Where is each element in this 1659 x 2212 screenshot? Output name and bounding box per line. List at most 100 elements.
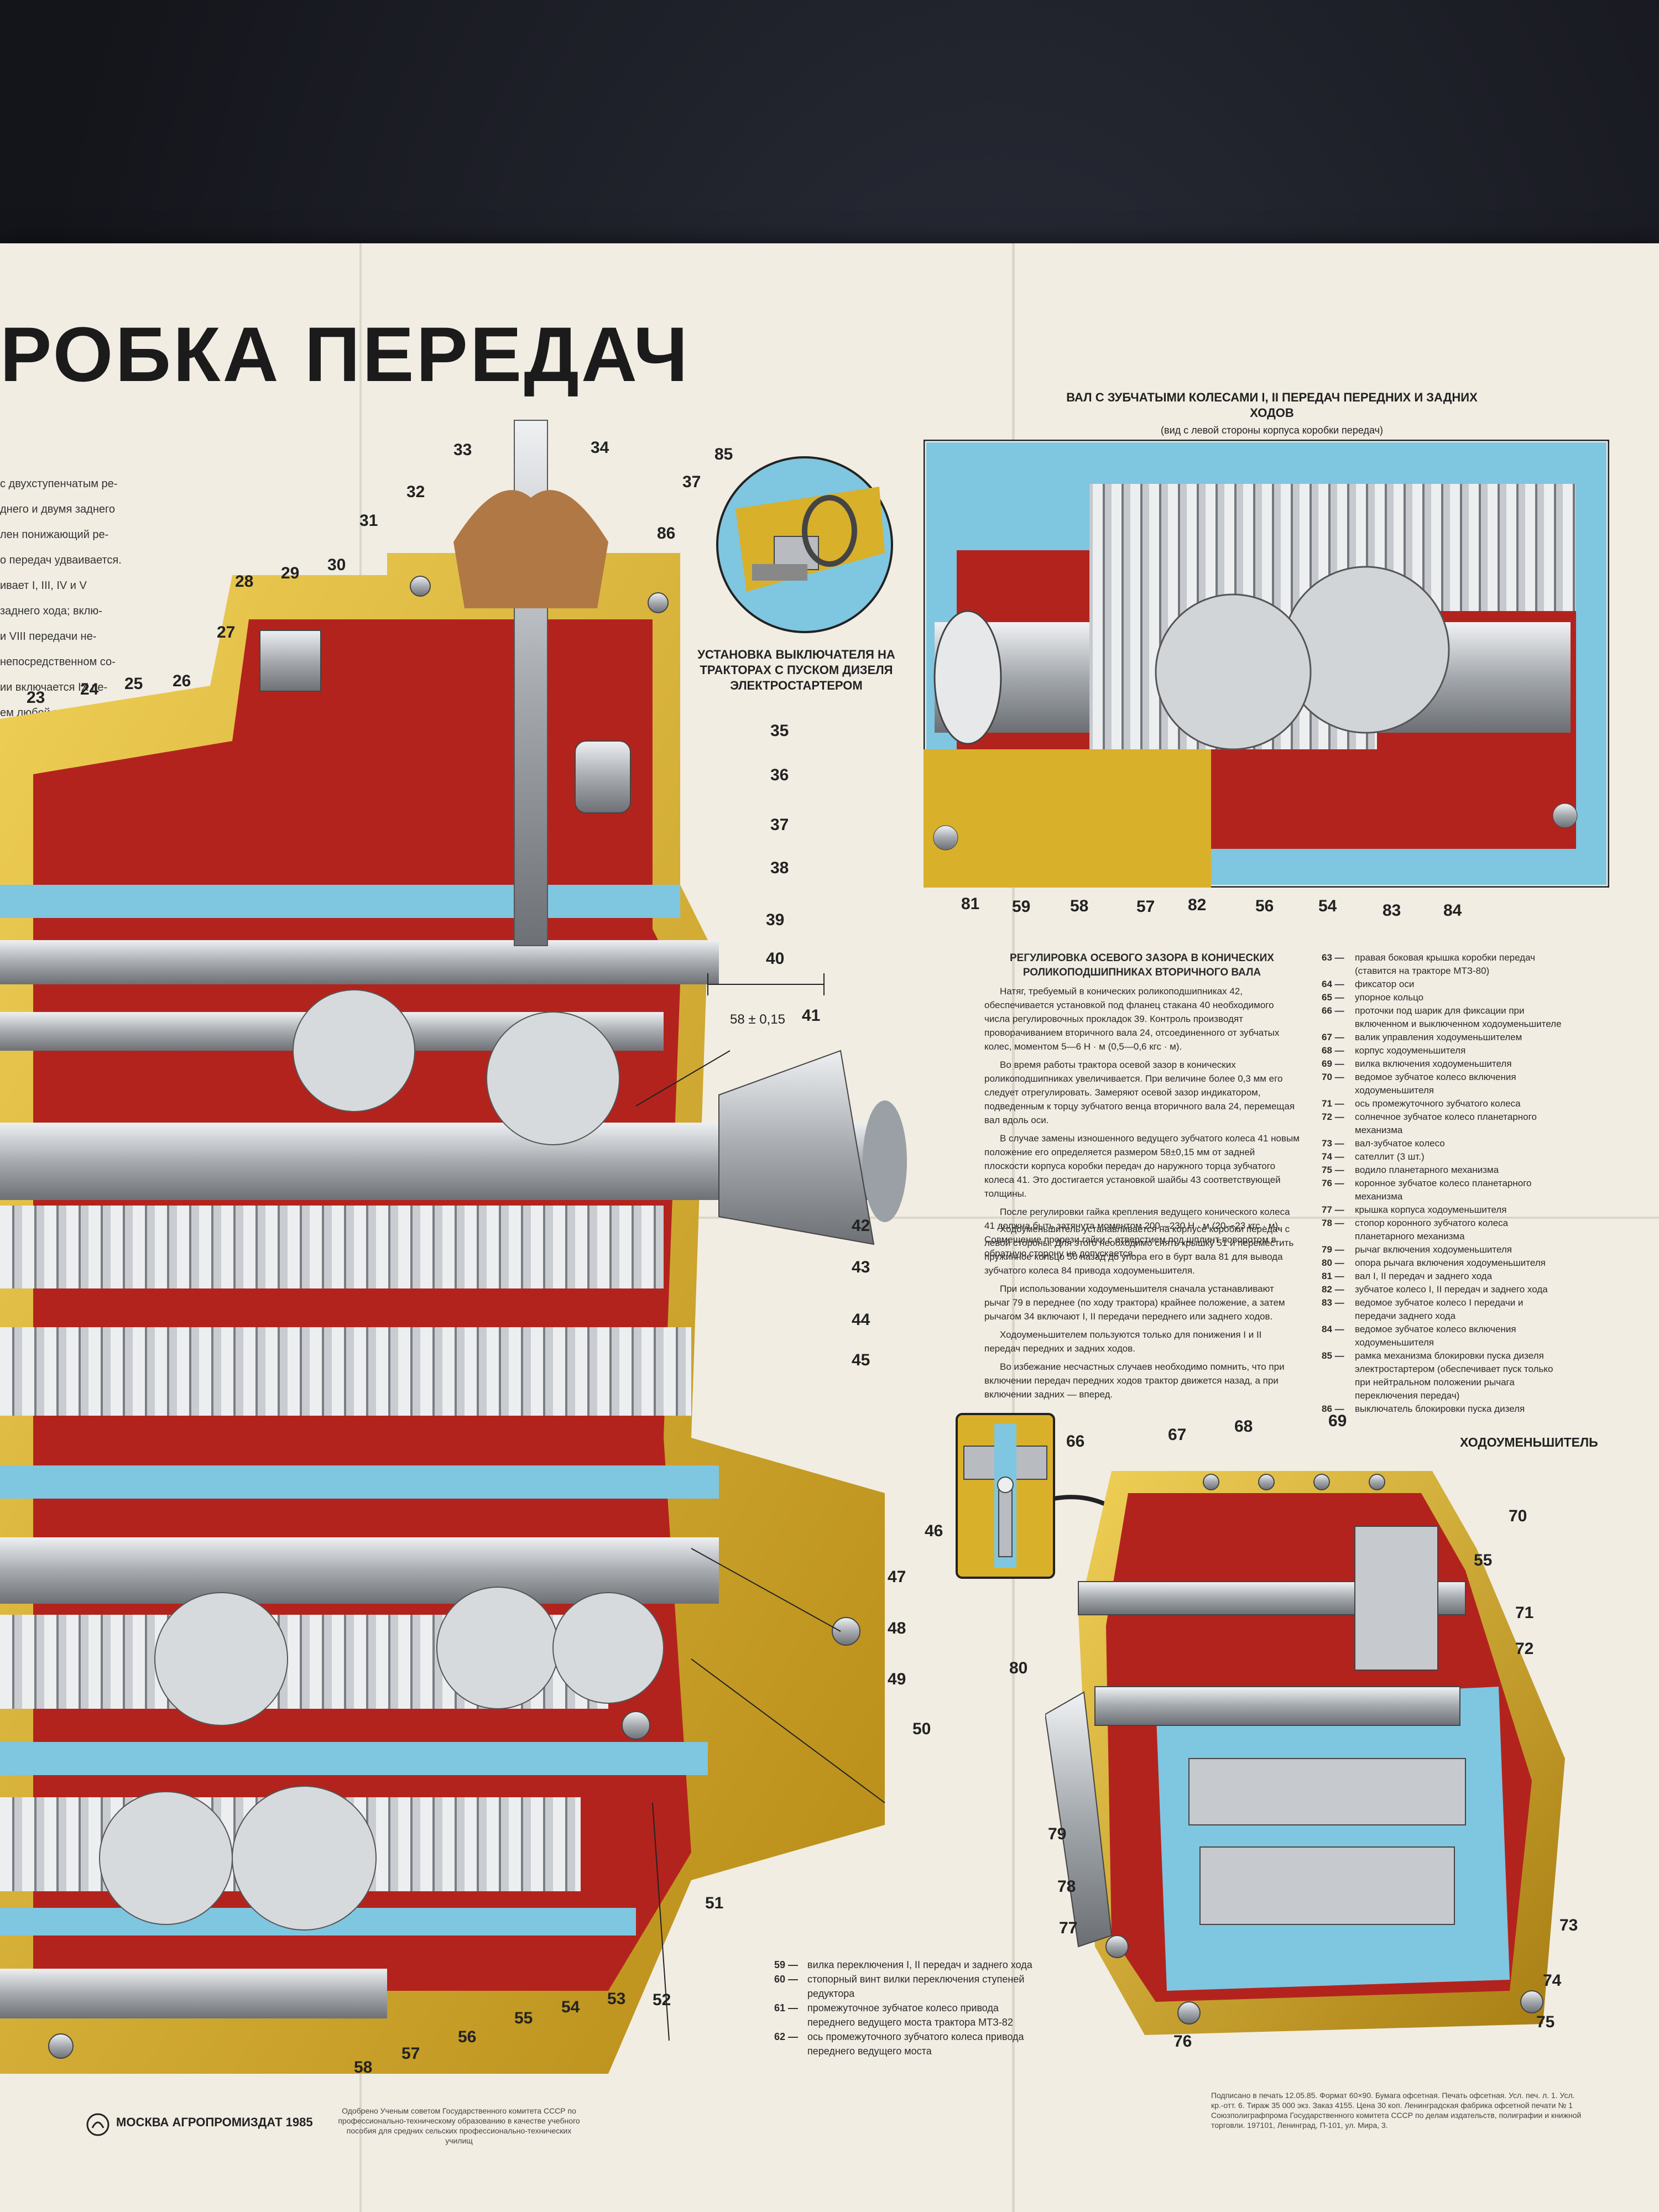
reducer-title: ХОДОУМЕНЬШИТЕЛЬ [1460, 1435, 1598, 1449]
intro-line: заднего хода; вклю- [0, 605, 102, 617]
label-47: 47 [888, 1568, 906, 1586]
intro-line: ии включается IX пе- [0, 681, 108, 693]
intro-line: лен понижающий ре- [0, 529, 109, 541]
shaft-label-82: 82 [1188, 896, 1207, 914]
reducer-label-72: 72 [1515, 1640, 1534, 1658]
legend-item: 79 —рычаг включения ходоуменьшителя [1322, 1244, 1512, 1255]
label-53: 53 [607, 1990, 626, 2008]
legend-right: 63 —правая боковая крышка коробки переда… [1322, 951, 1565, 1416]
legend-item: 67 —валик управления ходоуменьшителем [1322, 1032, 1522, 1042]
label-51: 51 [705, 1894, 724, 1912]
reducer-paragraph: При использовании ходоуменьшителя сначал… [984, 1284, 1285, 1322]
shaft-label-83: 83 [1383, 901, 1401, 920]
legend-item: 61 —промежуточное зубчатое колесо привод… [774, 2002, 1013, 2028]
legend-item: 73 —вал-зубчатое колесо [1322, 1138, 1445, 1149]
shaft-title: ВАЛ С ЗУБЧАТЫМИ КОЛЕСАМИ I, II ПЕРЕДАЧ П… [1066, 390, 1478, 420]
reducer-label-67: 67 [1168, 1426, 1187, 1444]
adjustment-paragraph: Натяг, требуемый в конических роликоподш… [984, 986, 1280, 1052]
label-39: 39 [766, 911, 785, 929]
reducer-paragraph: Ходоуменьшитель устанавливается на корпу… [984, 1224, 1294, 1276]
inset-label-86: 86 [657, 524, 676, 542]
label-45: 45 [852, 1351, 870, 1369]
label-58: 58 [354, 2058, 373, 2077]
label-24: 24 [80, 680, 99, 698]
legend-item: 59 —вилка переключения I, II передач и з… [774, 1959, 1032, 1970]
adjustment-paragraph: После регулировки гайка крепления ведуще… [984, 1207, 1290, 1259]
reducer-label-73: 73 [1559, 1916, 1578, 1934]
switch-inset-illustration [716, 456, 893, 633]
shaft-label-57: 57 [1136, 898, 1155, 916]
inset-caption: УСТАНОВКА ВЫКЛЮЧАТЕЛЯ НА ТРАКТОРАХ С ПУС… [697, 648, 895, 692]
legend-item: 68 —корпус ходоуменьшителя [1322, 1045, 1466, 1056]
legend-item: 85 —рамка механизма блокировки пуска диз… [1322, 1350, 1553, 1401]
legend-item: 86 —выключатель блокировки пуска дизеля [1322, 1404, 1525, 1414]
legend-item: 72 —солнечное зубчатое колесо планетарно… [1322, 1112, 1537, 1135]
legend-item: 74 —сателлит (3 шт.) [1322, 1151, 1425, 1162]
legend-item: 69 —вилка включения ходоуменьшителя [1322, 1058, 1512, 1069]
legend-item: 80 —опора рычага включения ходоуменьшите… [1322, 1258, 1546, 1268]
label-27: 27 [217, 623, 236, 641]
legend-item: 84 —ведомое зубчатое колесо включения хо… [1322, 1324, 1516, 1348]
label-57: 57 [401, 2044, 420, 2063]
reducer-paragraph: Ходоуменьшителем пользуются только для п… [984, 1329, 1262, 1354]
shaft-label-58: 58 [1070, 897, 1089, 915]
adjustment-paragraph: В случае замены изношенного ведущего зуб… [984, 1133, 1300, 1199]
inset-label-37: 37 [682, 473, 701, 491]
label-29: 29 [281, 564, 300, 582]
reducer-text: Ходоуменьшитель устанавливается на корпу… [984, 1222, 1300, 1406]
label-23: 23 [27, 688, 45, 707]
label-37: 37 [770, 816, 789, 834]
reducer-label-78: 78 [1057, 1877, 1076, 1896]
label-46: 46 [925, 1522, 943, 1540]
shaft-subtitle: (вид с левой стороны корпуса коробки пер… [1161, 425, 1383, 436]
print-imprint: Подписано в печать 12.05.85. Формат 60×9… [1211, 2091, 1582, 2130]
intro-line: и VIII передачи не- [0, 630, 97, 643]
legend-item: 62 —ось промежуточного зубчатого колеса … [774, 2031, 1024, 2057]
label-26: 26 [173, 672, 191, 690]
detent-inset-illustration [956, 1413, 1055, 1579]
legend-item: 75 —водило планетарного механизма [1322, 1165, 1499, 1175]
gearbox-cutaway-illustration [0, 420, 907, 2074]
shaft-label-84: 84 [1443, 901, 1462, 920]
label-43: 43 [852, 1258, 870, 1276]
inset-label-85: 85 [714, 445, 733, 463]
intro-line: с двухступенчатым ре- [0, 478, 118, 490]
label-56: 56 [458, 2028, 477, 2046]
label-48: 48 [888, 1619, 906, 1637]
poster-title: РОБКА ПЕРЕДАЧ [0, 311, 690, 398]
label-44: 44 [852, 1311, 870, 1329]
label-52: 52 [653, 1991, 671, 2009]
reducer-label-55: 55 [1474, 1551, 1493, 1569]
adjustment-paragraph: Во время работы трактора осевой зазор в … [984, 1060, 1295, 1125]
legend-item: 77 —крышка корпуса ходоуменьшителя [1322, 1204, 1507, 1215]
label-38: 38 [770, 859, 789, 877]
approval-note: Одобрено Ученым советом Государственного… [338, 2106, 580, 2145]
label-28: 28 [235, 572, 254, 591]
intro-line: днего и двумя заднего [0, 503, 115, 515]
label-33: 33 [453, 441, 472, 459]
label-42: 42 [852, 1217, 870, 1235]
legend-item: 81 —вал I, II передач и заднего хода [1322, 1271, 1493, 1281]
reducer-label-74: 74 [1543, 1971, 1562, 1990]
reducer-label-79: 79 [1048, 1825, 1067, 1843]
adjustment-text: РЕГУЛИРОВКА ОСЕВОГО ЗАЗОРА В КОНИЧЕСКИХ … [984, 951, 1300, 1265]
legend-item: 82 —зубчатое колесо I, II передач и задн… [1322, 1284, 1548, 1295]
label-35: 35 [770, 722, 789, 740]
label-41: 41 [802, 1006, 821, 1025]
reducer-label-75: 75 [1536, 2013, 1555, 2031]
legend-item: 71 —ось промежуточного зубчатого колеса [1322, 1098, 1521, 1109]
label-55: 55 [514, 2009, 533, 2027]
reducer-illustration [1045, 1471, 1565, 2035]
reducer-paragraph: Во избежание несчастных случаев необходи… [984, 1361, 1285, 1400]
label-31: 31 [359, 512, 378, 530]
reducer-label-76: 76 [1173, 2032, 1192, 2051]
label-34: 34 [591, 439, 609, 457]
reducer-label-68: 68 [1234, 1417, 1253, 1436]
label-50: 50 [912, 1720, 931, 1738]
fold-line [1012, 243, 1015, 2212]
intro-line: ивает I, III, IV и V [0, 580, 87, 592]
label-49: 49 [888, 1670, 906, 1688]
label-25: 25 [124, 675, 143, 693]
legend-item: 66 —проточки под шарик для фиксации при … [1322, 1005, 1562, 1029]
intro-line: непосредственном со- [0, 656, 116, 668]
